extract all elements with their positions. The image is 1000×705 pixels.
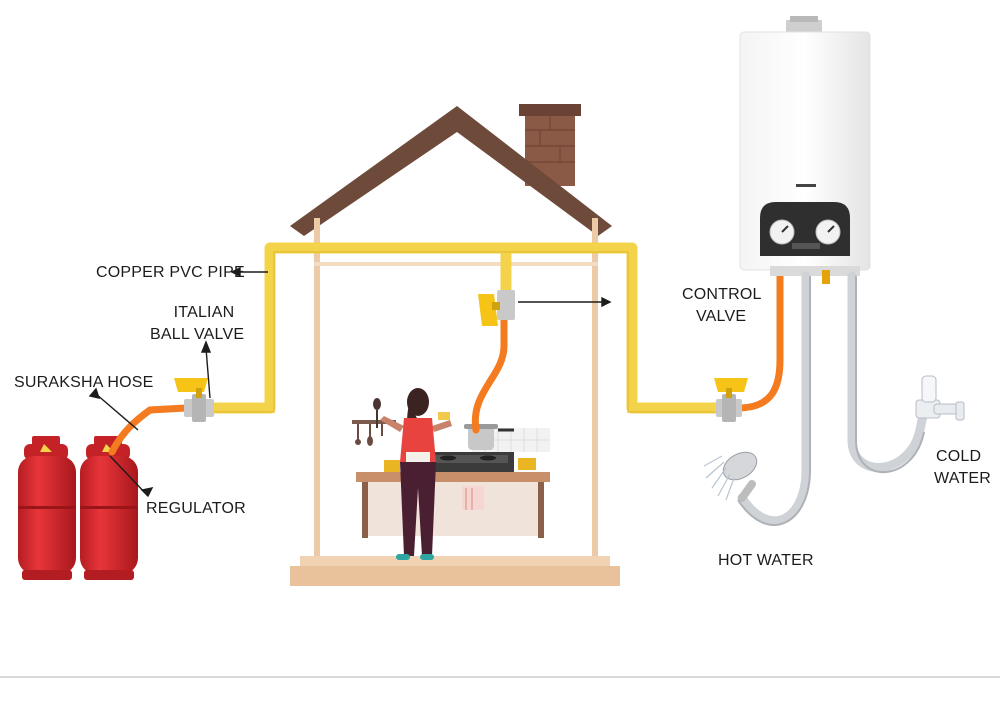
gas-cylinder-right xyxy=(80,436,138,580)
utensil-rack xyxy=(352,398,396,446)
stove-icon xyxy=(384,424,536,472)
house-walls xyxy=(314,218,598,558)
ball-valve-icon xyxy=(174,290,748,422)
control-valve xyxy=(714,378,748,422)
label-ball-valve: BALL VALVE xyxy=(150,326,245,343)
label-regulator: REGULATOR xyxy=(146,500,246,517)
bottom-divider xyxy=(0,676,1000,678)
label-cold: COLD xyxy=(936,448,982,465)
house-icon xyxy=(290,104,620,586)
copper-pvc-pipe xyxy=(208,242,726,414)
house-floor xyxy=(290,566,620,586)
geyser-knob-right[interactable] xyxy=(815,219,841,245)
shower-head-icon xyxy=(703,451,758,502)
label-copper-pvc-pipe: COPPER PVC PIPE xyxy=(96,264,245,281)
label-suraksha-hose: SURAKSHA HOSE xyxy=(14,374,154,391)
label-italian: ITALIAN xyxy=(173,304,235,321)
geyser-icon xyxy=(739,16,871,284)
label-control: CONTROL xyxy=(682,286,762,303)
tap-icon xyxy=(915,375,965,421)
kitchen-counter xyxy=(356,472,550,538)
kitchen-scene xyxy=(352,388,550,560)
leader-lines xyxy=(88,266,612,498)
water-pipes xyxy=(737,271,929,526)
cook-figure-icon xyxy=(380,388,452,560)
label-valve: VALVE xyxy=(696,308,747,325)
roof xyxy=(290,106,612,236)
label-water: WATER xyxy=(934,470,991,487)
gas-cylinder-icon xyxy=(18,436,138,580)
gas-cylinder-left xyxy=(18,436,76,580)
geyser-knob-left[interactable] xyxy=(769,219,795,245)
kitchen-ball-valve xyxy=(478,290,515,326)
italian-ball-valve xyxy=(174,378,214,422)
label-hot-water: HOT WATER xyxy=(718,552,814,569)
